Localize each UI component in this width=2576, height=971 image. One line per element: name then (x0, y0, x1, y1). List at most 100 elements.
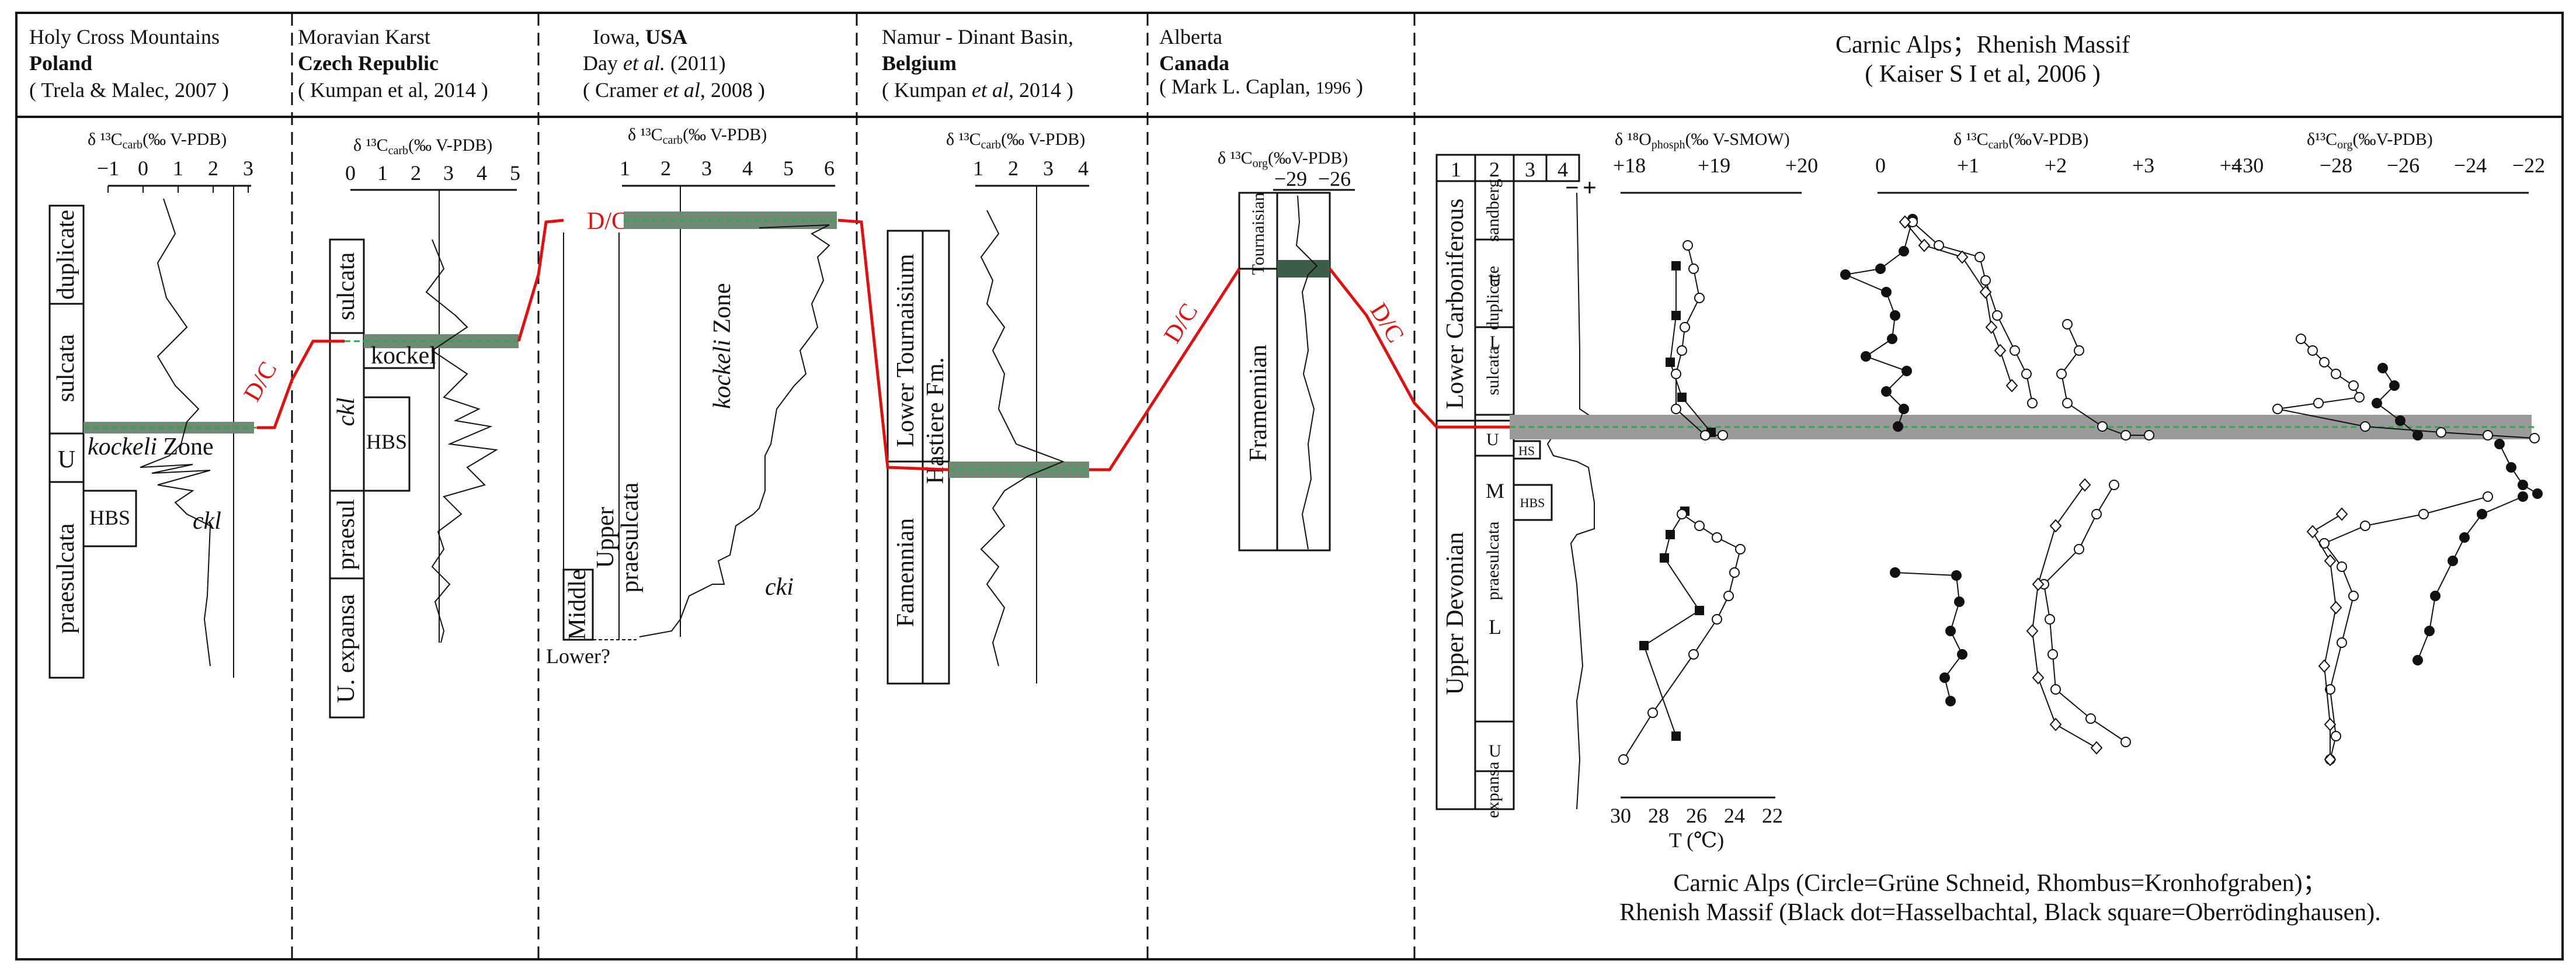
svg-text:22: 22 (1762, 804, 1783, 827)
sample-square (1666, 530, 1675, 539)
sample-circle (2085, 713, 2096, 724)
svg-text:3: 3 (443, 161, 454, 185)
svg-text:+2: +2 (2045, 154, 2067, 177)
sample-circle (1647, 708, 1658, 718)
svg-text:HBS: HBS (366, 430, 407, 453)
svg-text:1: 1 (620, 157, 630, 180)
svg-text:D/C: D/C (1365, 299, 1409, 348)
svg-text:Famennian: Famennian (892, 518, 919, 627)
sample-square (1695, 606, 1704, 615)
svg-text:−26: −26 (2387, 154, 2419, 177)
svg-text:praesulcata: praesulcata (53, 523, 79, 633)
sample-dot (2412, 655, 2423, 665)
svg-text:+20: +20 (1785, 154, 1818, 177)
sample-dot (1840, 269, 1851, 280)
sample-rhombus (2032, 577, 2045, 591)
svg-text:M: M (1486, 479, 1504, 502)
svg-text:Lower Tournaisium: Lower Tournaisium (892, 254, 919, 447)
sample-circle (2436, 427, 2446, 438)
svg-text:1: 1 (377, 161, 388, 185)
sample-circle (2337, 561, 2347, 572)
sample-rhombus (1899, 215, 1911, 229)
svg-text:U: U (1489, 271, 1501, 290)
sample-circle (2331, 369, 2341, 379)
svg-text:sulcata: sulcata (53, 334, 79, 402)
svg-text:0: 0 (1875, 154, 1886, 177)
sample-rhombus (2335, 507, 2348, 521)
svg-text:duplicate: duplicate (53, 210, 79, 300)
svg-text:U. expansa: U. expansa (333, 594, 360, 703)
svg-text:Lower?: Lower? (546, 644, 610, 668)
sample-circle (2354, 392, 2365, 403)
sample-dot (1901, 366, 1912, 376)
series-line (1912, 221, 2033, 404)
sample-square (1677, 393, 1687, 402)
sample-circle (1688, 263, 1699, 274)
sample-dot (2459, 532, 2470, 543)
svg-text:3: 3 (1043, 157, 1054, 180)
sample-circle (1700, 430, 1711, 441)
sample-rhombus (2324, 717, 2337, 731)
sample-circle (2144, 430, 2154, 441)
sample-rhombus (2318, 659, 2331, 673)
svg-text:δ ¹³Corg(‰V-PDB): δ ¹³Corg(‰V-PDB) (1218, 148, 1348, 170)
col1-axis-ticks: −1 0 1 2 3 (97, 157, 253, 180)
sample-circle (2313, 398, 2324, 408)
sample-circle (2360, 421, 2370, 432)
col1-holy-cross: δ ¹³Ccarb(‰ V-PDB) −1 0 1 2 3 duplicate … (48, 130, 257, 679)
svg-text:δ¹³Corg(‰V-PDB): δ¹³Corg(‰V-PDB) (2307, 130, 2433, 151)
svg-text:−28: −28 (2320, 154, 2352, 177)
sample-circle (1677, 509, 1687, 519)
svg-text:praesulcata: praesulcata (1483, 522, 1503, 601)
sample-square (1671, 311, 1681, 320)
sample-dot (2372, 398, 2382, 408)
svg-text:3: 3 (1525, 158, 1535, 181)
sample-circle (1735, 544, 1746, 554)
svg-text:4: 4 (477, 161, 487, 185)
svg-text:D/C: D/C (239, 357, 283, 406)
sample-rhombus (2330, 601, 2342, 615)
svg-text:( Kumpan et al, 2014 ): ( Kumpan et al, 2014 ) (298, 78, 488, 102)
svg-text:6: 6 (824, 157, 835, 180)
header-holy-cross: Holy Cross Mountains Poland ( Trela & Ma… (29, 25, 229, 102)
sample-dot (2518, 491, 2528, 502)
sample-dot (2494, 439, 2505, 449)
outer-frame (15, 12, 2564, 960)
col2-axis-ticks: 0 1 2 3 4 5 (345, 161, 520, 185)
sample-rhombus (2032, 671, 2045, 685)
svg-text:+3: +3 (2132, 154, 2154, 177)
svg-text:Alberta: Alberta (1159, 25, 1222, 48)
sample-square (1639, 641, 1649, 650)
svg-text:sulcata: sulcata (333, 252, 360, 320)
sample-circle (2529, 433, 2540, 443)
svg-text:( Kumpan et al, 2014 ): ( Kumpan et al, 2014 ) (882, 78, 1073, 102)
series-line (2323, 496, 2488, 760)
header-moravian-karst: Moravian Karst Czech Republic ( Kumpan e… (298, 25, 488, 102)
sample-circle (1723, 591, 1734, 601)
sample-circle (2272, 404, 2283, 414)
sample-circle (2074, 345, 2084, 356)
svg-text:D/C: D/C (587, 208, 628, 235)
svg-text:δ ¹³Ccarb(‰ V-PDB): δ ¹³Ccarb(‰ V-PDB) (628, 125, 767, 147)
svg-text:−29: −29 (1274, 167, 1307, 190)
sample-circle (2307, 345, 2318, 356)
svg-text:δ ¹⁸Ophosph(‰ V-SMOW): δ ¹⁸Ophosph(‰ V-SMOW) (1615, 130, 1790, 151)
svg-text:HBS: HBS (1520, 495, 1545, 510)
sample-dot (2532, 488, 2543, 499)
sample-dot (1890, 567, 1900, 578)
sample-circle (2062, 398, 2073, 408)
svg-text:T (℃): T (℃) (1669, 828, 1725, 852)
svg-text:4: 4 (1078, 157, 1089, 180)
sample-circle (2337, 637, 2347, 648)
series-line (2417, 496, 2523, 661)
col3-iowa: δ ¹³Ccarb(‰ V-PDB) 1 2 3 4 5 6 D/C kocke… (546, 125, 838, 668)
sample-dot (1893, 421, 1903, 432)
series-line (2031, 484, 2097, 748)
svg-text:( Cramer et al, 2008 ): ( Cramer et al, 2008 ) (583, 78, 765, 102)
sample-rhombus (2049, 519, 2062, 533)
svg-text:+1: +1 (1957, 154, 1979, 177)
sample-rhombus (2324, 752, 2337, 767)
sample-rhombus (2306, 525, 2319, 539)
svg-text:2: 2 (208, 157, 218, 180)
sample-circle (1712, 532, 1722, 543)
